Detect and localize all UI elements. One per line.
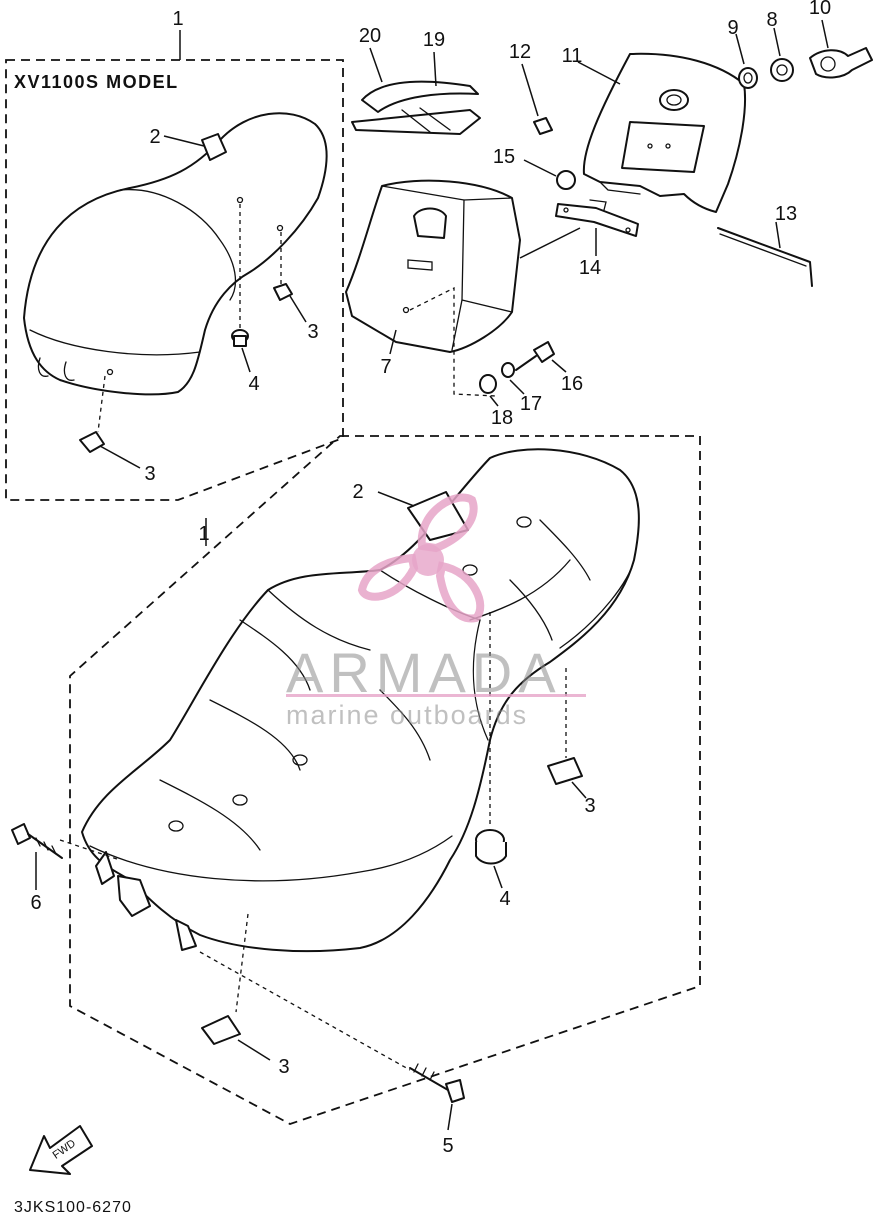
callout-6: 6 xyxy=(30,892,41,914)
bolt-5 xyxy=(445,1079,465,1103)
part-box-fasteners: 16 17 18 xyxy=(479,341,583,429)
part-grab-handle: 20 19 xyxy=(351,25,481,135)
main-dashed-border xyxy=(69,435,701,1125)
callout-8: 8 xyxy=(766,9,777,31)
callout-3-inset-b: 3 xyxy=(144,463,155,485)
callout-7: 7 xyxy=(380,356,391,378)
callout-2-main: 2 xyxy=(352,481,363,503)
callout-12: 12 xyxy=(509,41,531,63)
watermark-rule xyxy=(286,694,586,697)
callout-9: 9 xyxy=(727,17,738,39)
washer-17 xyxy=(501,362,515,378)
callout-2-inset: 2 xyxy=(149,126,160,148)
grommet-18 xyxy=(479,374,497,394)
collar-15 xyxy=(556,170,576,190)
inset-bracket-3a xyxy=(273,283,293,301)
watermark: ARMADA marine outboards xyxy=(286,493,586,730)
callout-15: 15 xyxy=(493,146,515,168)
watermark-brand: ARMADA xyxy=(286,641,562,704)
callout-16: 16 xyxy=(561,373,583,395)
bracket-3-right xyxy=(547,757,583,785)
diagram-code: 3JKS100-6270 xyxy=(14,1199,132,1216)
callout-19: 19 xyxy=(423,29,445,51)
propeller-logo-icon xyxy=(357,493,485,623)
nut-12 xyxy=(533,117,553,135)
inset-dashed-border xyxy=(5,59,344,501)
callout-14: 14 xyxy=(579,257,601,279)
inset-bracket-3b xyxy=(79,431,105,453)
part-small-hardware: 12 15 xyxy=(493,41,576,190)
main-seat-assembly: 2 1 3 4 3 6 5 xyxy=(11,435,701,1157)
callout-18: 18 xyxy=(491,407,513,429)
callout-1-inset: 1 xyxy=(172,8,183,30)
part-tail-cover: 11 xyxy=(562,45,747,213)
part-seat-box-7: 7 xyxy=(345,179,581,397)
inset-xv1100s-model: XV1100S MODEL 1 2 3 4 3 xyxy=(5,8,344,501)
bracket-3-bottom xyxy=(201,1015,241,1045)
inset-seat xyxy=(23,112,328,396)
callout-4-main: 4 xyxy=(499,888,510,910)
part-bracket-14: 14 xyxy=(555,199,639,279)
callout-13: 13 xyxy=(775,203,797,225)
bolt-16 xyxy=(533,341,555,363)
callout-3-inset-a: 3 xyxy=(307,321,318,343)
part-lock-set: 9 8 10 xyxy=(727,0,873,89)
washer-9 xyxy=(738,67,758,89)
callout-10: 10 xyxy=(809,0,831,19)
callout-3-main-a: 3 xyxy=(584,795,595,817)
callout-17: 17 xyxy=(520,393,542,415)
model-label: XV1100S MODEL xyxy=(14,72,179,92)
callout-3-main-b: 3 xyxy=(278,1056,289,1078)
watermark-tagline: marine outboards xyxy=(286,700,528,730)
callout-1-main: 1 xyxy=(198,523,209,545)
callout-11: 11 xyxy=(562,45,583,67)
callout-20: 20 xyxy=(359,25,381,47)
callout-5: 5 xyxy=(442,1135,453,1157)
fwd-arrow-icon: FWD xyxy=(29,1125,93,1175)
bolt-6 xyxy=(11,823,31,845)
callout-4-inset: 4 xyxy=(248,373,259,395)
part-rod: 13 xyxy=(717,203,813,287)
lock-10 xyxy=(809,47,873,79)
nut-8 xyxy=(770,58,794,82)
